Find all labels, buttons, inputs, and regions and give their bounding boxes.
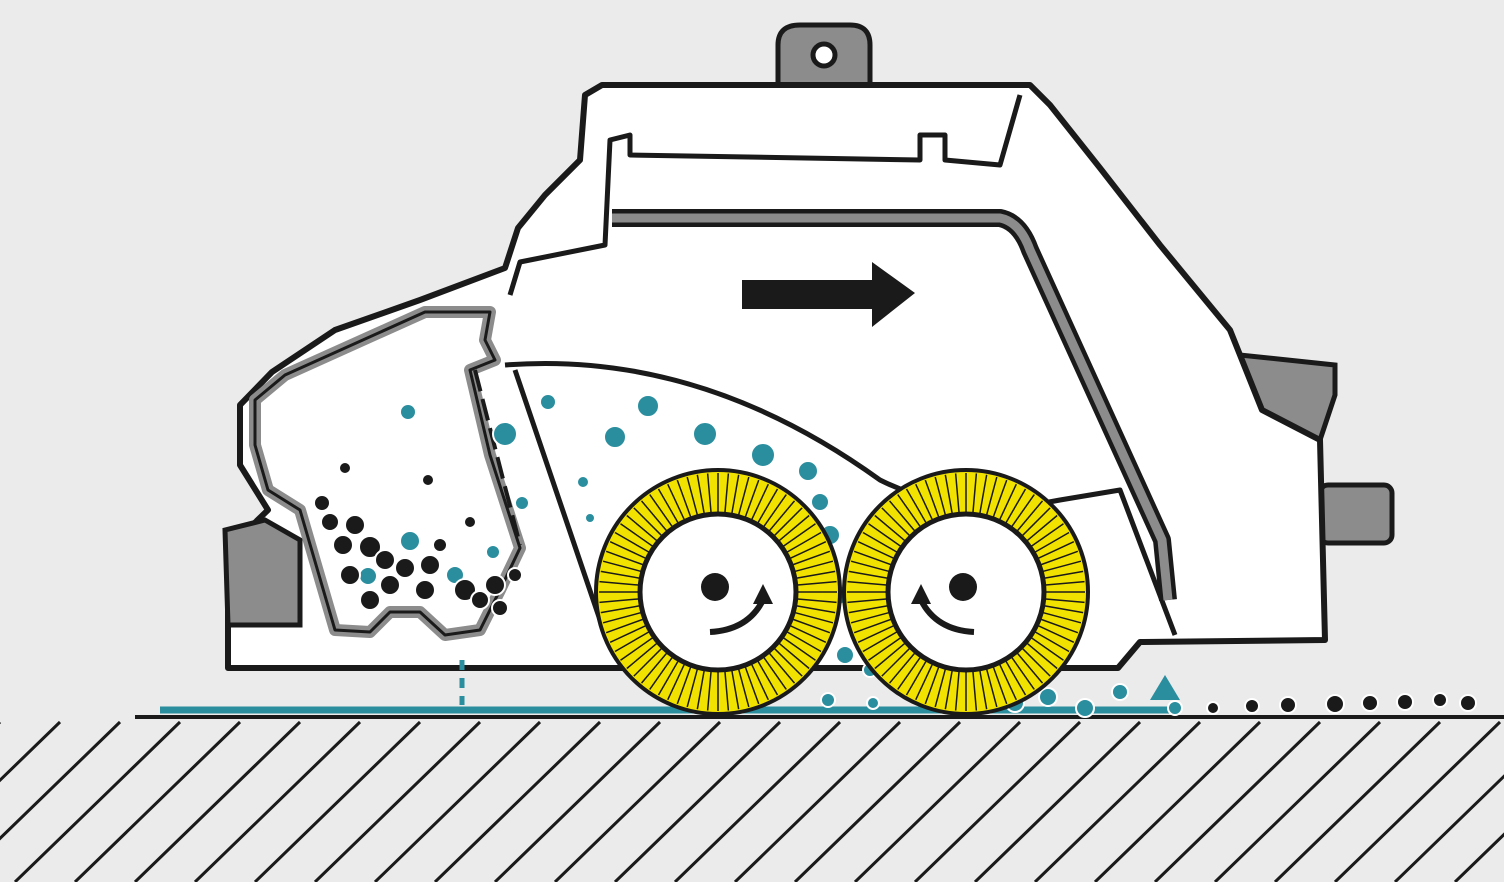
dirt-particle (507, 567, 523, 583)
hatch-line (613, 720, 782, 882)
water-droplet (358, 566, 378, 586)
side-stripe (612, 209, 1177, 601)
water-droplet (636, 394, 660, 418)
water-droplet (492, 421, 518, 447)
hopper-mesh (473, 369, 522, 546)
hatch-line (313, 720, 482, 882)
dirt-particle (414, 579, 436, 601)
hatch-line (853, 720, 1022, 882)
dirt-particle (463, 515, 477, 529)
hatch-line (1333, 720, 1502, 882)
dirt-particle (379, 574, 401, 596)
hatch-line (1453, 832, 1504, 882)
hatch-line (1153, 720, 1322, 882)
hatch-line (493, 720, 662, 882)
hatch-line (0, 720, 62, 783)
arrow-right-icon (742, 262, 915, 327)
dirt-particle (432, 537, 448, 553)
hatch-line (13, 720, 182, 882)
dirt-particle (1279, 696, 1297, 714)
hatch-line (1273, 720, 1442, 882)
water-droplet (584, 512, 596, 524)
hatch-line (0, 720, 122, 841)
brushes (594, 468, 1090, 716)
dirt-particle (1244, 698, 1260, 714)
dirt-particle (491, 599, 509, 617)
dirt-particle (339, 564, 361, 586)
squeegee-blade (1150, 675, 1180, 700)
floor-hatching (0, 720, 1504, 882)
brush-roller (842, 468, 1090, 716)
hatch-line (433, 720, 602, 882)
dirt-particle (1396, 693, 1414, 711)
water-droplet (603, 425, 627, 449)
dirt-particle (358, 535, 382, 559)
water-droplet (866, 696, 880, 710)
water-droplet (1111, 683, 1129, 701)
dirt-particle (419, 554, 441, 576)
water-droplet (539, 393, 557, 411)
water-droplet (835, 645, 855, 665)
water-droplet (399, 530, 421, 552)
hatch-line (1033, 720, 1202, 882)
water-droplet (810, 492, 830, 512)
hatch-line (793, 720, 962, 882)
dirt-particle (453, 578, 477, 602)
dirt-particle (374, 549, 396, 571)
dirt-particle (332, 534, 354, 556)
dirt-particle (1325, 694, 1345, 714)
water-droplet (514, 495, 530, 511)
water-droplet (485, 544, 501, 560)
hatch-line (553, 720, 722, 882)
water-droplet (1038, 687, 1058, 707)
water-droplet (692, 421, 718, 447)
lifting-eye (775, 22, 873, 93)
water-droplet (1075, 698, 1095, 718)
hatch-line (373, 720, 542, 882)
rotate-clockwise-icon (709, 584, 773, 635)
brush-axle (701, 573, 729, 601)
dirt-particle (1432, 692, 1448, 708)
hatch-line (973, 720, 1142, 882)
dirt-particle (1459, 694, 1477, 712)
dirt-particle (484, 574, 506, 596)
hatch-line (673, 720, 842, 882)
dirt-particle (344, 514, 366, 536)
rotate-counterclockwise-icon (911, 584, 975, 635)
dirt-particle (421, 473, 435, 487)
hatch-line (73, 720, 242, 882)
hatch-line (1093, 720, 1262, 882)
hatch-line (1213, 720, 1382, 882)
dirt-particle (320, 512, 340, 532)
hatch-line (1393, 774, 1504, 882)
dirt-particle (313, 494, 331, 512)
dirt-particle (1361, 694, 1379, 712)
dirt-particle (470, 590, 490, 610)
brush-axle (949, 573, 977, 601)
rear-connector (1317, 482, 1395, 546)
water-droplet (797, 460, 819, 482)
rear-bumper (222, 517, 303, 628)
hatch-line (913, 720, 1082, 882)
water-droplet (1167, 700, 1183, 716)
hatch-line (193, 720, 362, 882)
hopper-outline (253, 310, 522, 637)
hatch-line (253, 720, 422, 882)
water-droplet (576, 475, 590, 489)
water-droplet (820, 692, 836, 708)
brush-roller (594, 468, 842, 716)
hatch-line (733, 720, 902, 882)
water-droplet (399, 403, 417, 421)
dirt-particle (394, 557, 416, 579)
dirt-particle (338, 461, 352, 475)
water-droplet (750, 442, 776, 468)
dirt-particle (359, 589, 381, 611)
dirt-particle (1206, 701, 1220, 715)
hatch-line (133, 720, 302, 882)
